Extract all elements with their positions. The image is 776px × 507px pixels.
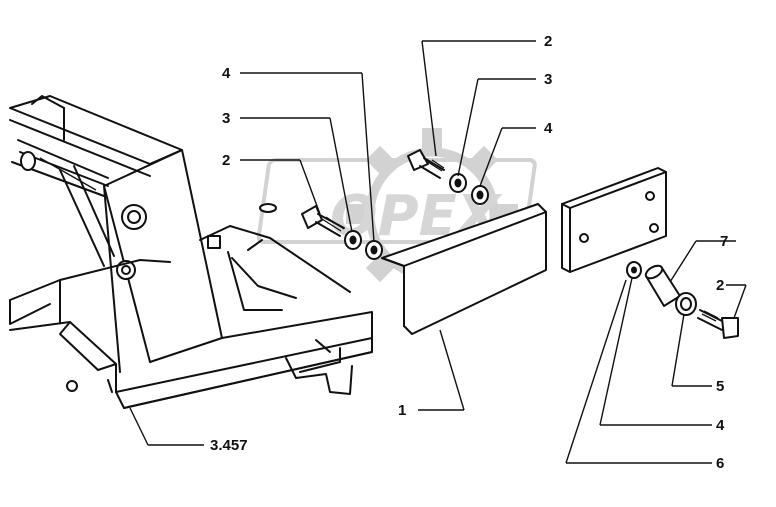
washer-6-icon <box>626 261 642 279</box>
spacer-sleeve-7-icon <box>644 264 681 307</box>
pad-part-1 <box>381 203 547 335</box>
leader-lines <box>129 40 747 464</box>
callout-6: 6 <box>716 455 724 472</box>
callout-2-left: 2 <box>222 152 230 169</box>
mounting-plate <box>561 167 667 273</box>
lock-washer-top-icon <box>449 173 467 193</box>
callout-5: 5 <box>716 378 724 395</box>
bolt-right-icon <box>697 309 739 339</box>
callout-3-top: 3 <box>544 71 552 88</box>
bolt-top-icon <box>407 149 445 179</box>
washer-top-icon <box>471 185 489 205</box>
callout-2-top: 2 <box>544 33 552 50</box>
left-fastener-set <box>301 205 383 260</box>
frame-assembly <box>9 95 373 409</box>
top-fastener-set <box>407 149 489 205</box>
callout-4-bottom: 4 <box>716 417 725 434</box>
lock-washer-left-icon <box>344 230 362 250</box>
callout-1: 1 <box>398 402 406 419</box>
washer-left-icon <box>365 240 383 260</box>
washer-5-icon <box>675 292 697 316</box>
callout-2-right: 2 <box>716 277 724 294</box>
right-fastener-set <box>626 261 739 339</box>
callout-labels: 2 3 4 4 3 2 1 7 2 5 4 6 3.457 <box>210 33 728 472</box>
callout-3-left: 3 <box>222 110 230 127</box>
callout-4-top: 4 <box>544 120 553 137</box>
callout-4-left: 4 <box>222 65 231 82</box>
bolt-left-icon <box>301 205 345 237</box>
callout-ref-3457: 3.457 <box>210 437 248 454</box>
callout-7: 7 <box>720 233 728 250</box>
